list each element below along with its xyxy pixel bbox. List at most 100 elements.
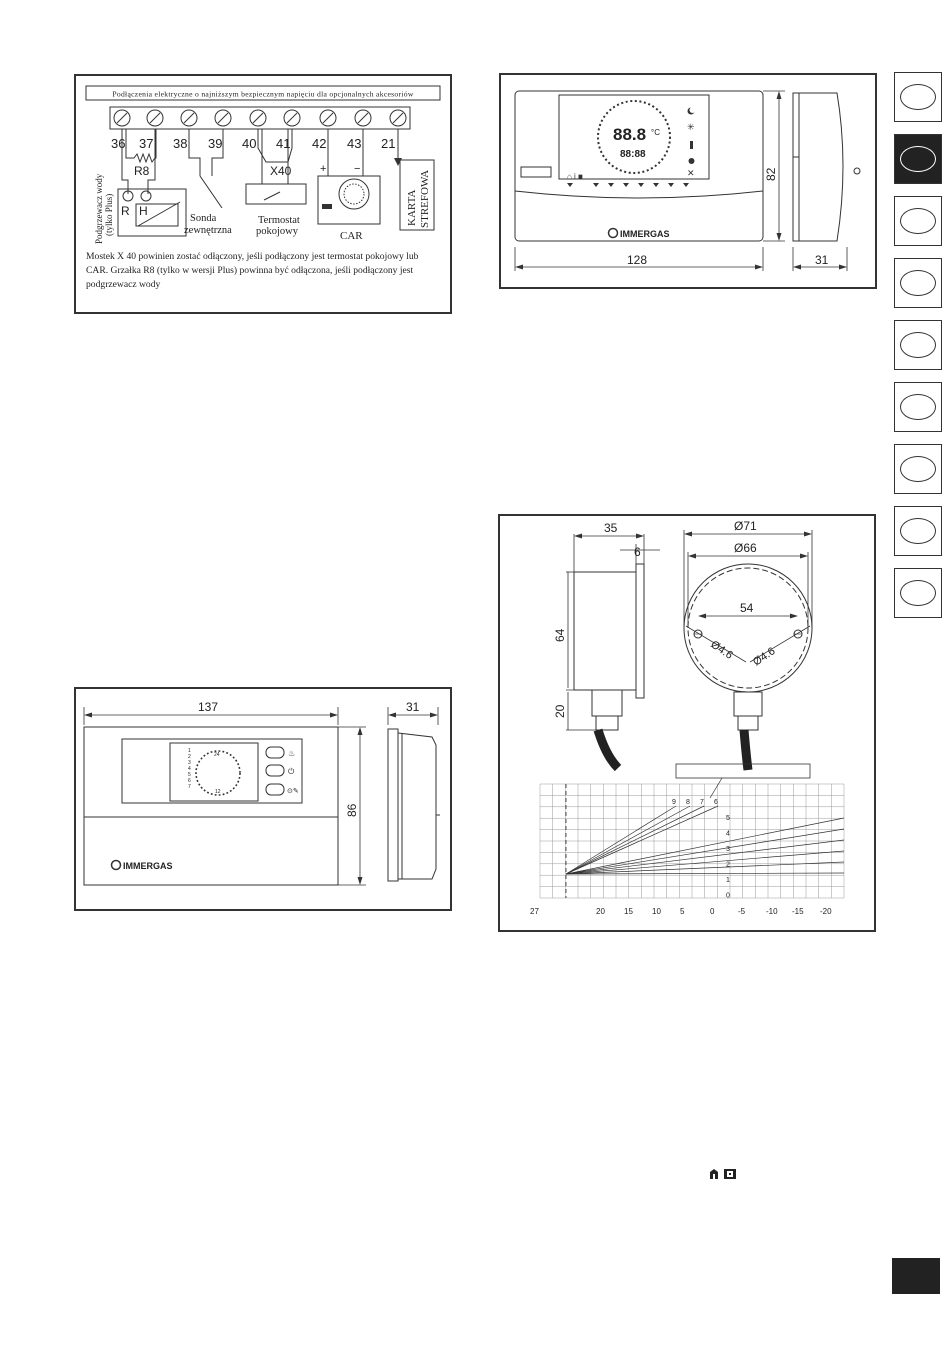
terminal-39: 39 [208, 136, 222, 151]
language-tab[interactable] [894, 320, 942, 370]
sonda-label-2: zewnętrzna [184, 225, 232, 236]
heating-curve [565, 872, 845, 875]
language-tab[interactable] [894, 196, 942, 246]
terminal-36: 36 [111, 136, 125, 151]
language-tab[interactable] [894, 568, 942, 618]
car-mode-icons: ✳ ✕ [687, 107, 696, 178]
panel-brand: IMMERGAS [123, 861, 173, 871]
terminal-21: 21 [381, 136, 395, 151]
svg-text:✕: ✕ [687, 168, 695, 178]
heating-curve [565, 805, 719, 875]
car-device-drawing: 88.8 88:88 °C ✳ ✕ ⌂ i ■ IMMERGAS 128 [514, 90, 861, 271]
language-tab[interactable] [894, 72, 942, 122]
heater-label-2: (tylko Plus) [104, 194, 114, 236]
car-dim-depth: 31 [815, 253, 829, 267]
x-tick-label: -15 [792, 907, 804, 916]
wiring-diagram-frame: Podłączenia elektryczne o najniższym bez… [74, 74, 452, 314]
svg-text:3: 3 [188, 760, 191, 766]
curve-label: 9 [672, 799, 676, 806]
language-tab[interactable] [894, 258, 942, 308]
termostat-label-2: pokojowy [256, 226, 299, 237]
heating-curve [565, 817, 845, 875]
x-tick-label: 10 [652, 907, 661, 916]
sensor-dim-outer: Ø71 [734, 519, 757, 533]
svg-text:1: 1 [188, 748, 191, 754]
wiring-diagram: Podłączenia elektryczne o najniższym bez… [85, 85, 441, 244]
lock-display-icon [710, 1169, 736, 1179]
sensor-dim-cable: 20 [553, 704, 567, 718]
language-tab[interactable] [894, 506, 942, 556]
heating-curve [565, 861, 845, 875]
x-tick-label: -5 [738, 907, 746, 916]
svg-text:4: 4 [188, 766, 191, 772]
x40-label: X40 [270, 164, 292, 178]
terminal-screws [113, 109, 407, 127]
wiring-note: Mostek X 40 powinien zostać odłączony, j… [86, 251, 419, 290]
curve-label: 7 [700, 799, 704, 806]
r8-label: R8 [134, 164, 150, 178]
page-number-box [892, 1258, 940, 1294]
curve-label: 2 [726, 862, 730, 869]
x-tick-label: -20 [820, 907, 832, 916]
language-tab-active[interactable] [894, 134, 942, 184]
sensor-dim-inner: Ø66 [734, 541, 757, 555]
car-device-frame: 88.8 88:88 °C ✳ ✕ ⌂ i ■ IMMERGAS 128 [499, 73, 877, 289]
sensor-hole-left: Ø4.6 [708, 639, 734, 662]
karta-label-2: STREFOWA [419, 170, 431, 228]
svg-text:5: 5 [188, 772, 191, 778]
sensor-hole-right: Ø4.6 [751, 645, 777, 668]
car-dim-height: 82 [764, 167, 778, 181]
power-icon: ⏻ [288, 767, 295, 776]
panel-button-3[interactable] [265, 783, 285, 796]
car-label: CAR [340, 230, 363, 242]
terminal-43: 43 [347, 136, 361, 151]
sensor-dim-holes: 54 [740, 601, 754, 615]
x-tick-label: 15 [624, 907, 633, 916]
car-button-row: ⌂ i ■ [567, 172, 689, 187]
sensor-dim-depth: 35 [604, 521, 618, 535]
heating-curve [565, 805, 677, 875]
lcd-big-digits: 88.8 [613, 125, 646, 144]
language-tab[interactable] [894, 444, 942, 494]
sensor-dim-height: 64 [553, 628, 567, 642]
terminal-40: 40 [242, 136, 256, 151]
wiring-header: Podłączenia elektryczne o najniższym bez… [112, 90, 414, 99]
car-plus: + [320, 163, 326, 175]
heating-curve [565, 850, 845, 875]
svg-text:°C: °C [651, 128, 660, 137]
terminal-41: 41 [276, 136, 290, 151]
curve-label: 1 [726, 877, 730, 884]
panel-dim-depth: 31 [406, 700, 420, 714]
terminal-42: 42 [312, 136, 326, 151]
heating-curve [565, 805, 691, 875]
curve-label: 0 [726, 893, 730, 900]
mode-icon: ⊙✎ [287, 788, 299, 795]
dial-day-numbers: 1 2 3 4 5 6 7 [188, 748, 191, 790]
car-minus: − [354, 163, 360, 175]
sensor-dim-lip: 6 [634, 545, 641, 559]
curve-label: 6 [714, 799, 718, 806]
svg-text:⌂ i ■: ⌂ i ■ [567, 172, 583, 181]
language-tab[interactable] [894, 382, 942, 432]
r-label: R [121, 204, 130, 218]
x-tick-label: 20 [596, 907, 605, 916]
svg-text:2: 2 [188, 754, 191, 760]
chart-title-box [675, 763, 811, 779]
heating-curve [565, 828, 845, 875]
curve-label: 4 [726, 831, 730, 838]
x-tick-label: 5 [680, 907, 685, 916]
h-label: H [139, 204, 148, 218]
sensor-frame: 35 6 64 20 Ø71 Ø66 54 [498, 514, 876, 932]
svg-text:✳: ✳ [687, 122, 695, 132]
panel-button-1[interactable] [265, 746, 285, 759]
panel-button-2[interactable] [265, 764, 285, 777]
terminal-38: 38 [173, 136, 187, 151]
panel-device-drawing: 137 24 12 1 2 3 4 5 6 7 ♨ ⏻ ⊙✎ IMMERGAS … [83, 700, 440, 886]
x-tick-label: 0 [710, 907, 715, 916]
car-dim-width: 128 [627, 253, 647, 267]
sensor-drawing: 35 6 64 20 Ø71 Ø66 54 [530, 519, 845, 916]
karta-label-1: KARTA [406, 190, 418, 226]
curve-label: 8 [686, 799, 690, 806]
